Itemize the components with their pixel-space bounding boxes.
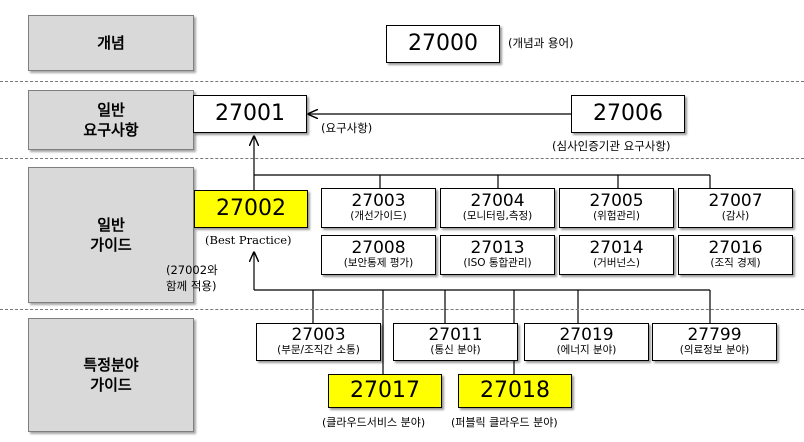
standard-27018-label: (퍼블릭 클라우드 분야) [451,416,558,429]
standard-subtitle: (부문/조직간 소통) [277,344,360,356]
separator-2 [0,158,804,159]
standard-number: 27001 [215,101,285,126]
standard-27019-box: 27019 (에너지 분야) [524,323,649,361]
category-general-requirements: 일반 요구사항 [28,90,194,150]
standard-subtitle: (의료정보 분야) [679,344,750,356]
standard-subtitle: (에너지 분야) [556,344,617,356]
standard-number: 27008 [351,238,406,258]
standard-27003-sector-box: 27003 (부문/조직간 소통) [256,323,381,361]
standard-number: 27006 [593,101,663,126]
standard-27001-label: (요구사항) [321,121,373,135]
standard-number: 27002 [216,196,286,221]
standard-subtitle: (개선가이드) [350,210,407,222]
category-sector-guide: 특정분야 가이드 [28,318,194,432]
standard-27002-label: (Best Practice) [205,233,292,247]
standard-number: 27003 [351,191,406,211]
standard-27008-box: 27008 (보안통제 평가) [321,235,436,275]
standard-number: 27000 [408,31,478,56]
standard-subtitle: (통신 분야) [430,344,481,356]
standard-subtitle: (조직 경제) [710,257,761,269]
standard-number: 27016 [708,238,763,258]
standard-27011-box: 27011 (통신 분야) [393,323,518,361]
standard-number: 27014 [589,238,644,258]
standard-27016-box: 27016 (조직 경제) [678,235,793,275]
standard-number: 27004 [470,191,525,211]
standard-27005-box: 27005 (위험관리) [559,188,674,228]
standard-number: 27005 [589,191,644,211]
standard-27002-box: 27002 [194,190,308,228]
standard-number: 27013 [470,238,525,258]
standard-subtitle: (보안통제 평가) [343,257,414,269]
standard-27017-box: 27017 [328,374,442,408]
standard-number: 27018 [480,378,550,403]
standard-subtitle: (모니터링,측정) [462,210,533,222]
standard-subtitle: (ISO 통합관리) [463,257,532,269]
standard-number: 27003 [291,325,346,345]
standard-27004-box: 27004 (모니터링,측정) [440,188,555,228]
standard-27000-label: (개념과 용어) [508,36,574,50]
standard-subtitle: (감사) [721,210,750,222]
standard-subtitle: (위험관리) [593,210,640,222]
standard-number: 27799 [687,325,742,345]
standard-27000-box: 27000 [386,25,500,63]
standard-27014-box: 27014 (거버넌스) [559,235,674,275]
standard-27006-box: 27006 [571,95,685,133]
apply-with-27002-note: (27002와 함께 적용) [166,263,218,293]
standard-27018-box: 27018 [458,374,572,408]
standard-number: 27011 [428,325,483,345]
standard-number: 27019 [559,325,614,345]
standard-27013-box: 27013 (ISO 통합관리) [440,235,555,275]
category-concept: 개념 [28,15,194,71]
standard-27001-box: 27001 [193,95,307,133]
category-general-guide: 일반 가이드 [28,167,194,303]
standard-27006-label: (심사인증기관 요구사항) [552,139,671,153]
separator-3 [0,309,804,310]
standard-27017-label: (클라우드서비스 분야) [322,416,426,429]
standard-number: 27017 [350,378,420,403]
standard-subtitle: (거버넌스) [593,257,640,269]
standard-27007-box: 27007 (감사) [678,188,793,228]
standard-27003-guide-box: 27003 (개선가이드) [321,188,436,228]
standard-number: 27007 [708,191,763,211]
separator-1 [0,81,804,82]
standard-27799-box: 27799 (의료정보 분야) [652,323,777,361]
